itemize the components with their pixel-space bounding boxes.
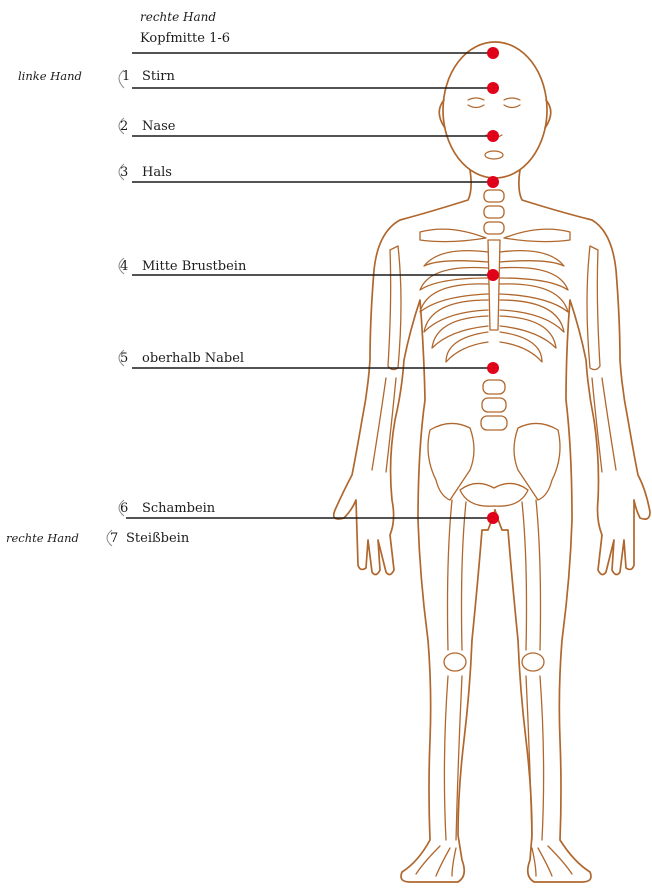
mouth-shape [485,151,503,159]
label-mitte-brustbein: Mitte Brustbein [142,259,247,274]
marker-brustbein [487,269,499,281]
marker-kopfmitte [487,47,499,59]
marker-nase [487,130,499,142]
right-kneecap [522,653,544,671]
label-kopfmitte: Kopfmitte 1-6 [140,31,230,46]
left-eye [468,105,484,108]
label-stirn: Stirn [142,69,176,84]
number-7: 7 [110,531,118,546]
right-humerus [587,246,600,370]
number-2: 2 [120,119,128,134]
left-foot-bones [416,846,456,876]
ribs-left [420,251,488,362]
marker-hals [487,176,499,188]
number-4: 4 [120,259,128,274]
ribs-right [500,251,568,362]
labels: rechte Hand Kopfmitte 1-6 linke Hand 1 S… [6,10,247,546]
number-1: 1 [122,69,130,84]
sternum [488,240,500,330]
body-outline [334,42,650,882]
silhouette-right [495,170,650,882]
marker-nabel [487,362,499,374]
left-forearm [372,378,396,472]
left-kneecap [444,653,466,671]
left-tibia [444,676,462,840]
skeleton [372,190,616,876]
marker-stirn [487,82,499,94]
left-clavicle [420,229,486,242]
hand-label-bottom: rechte Hand [6,531,79,545]
right-foot-bones [532,846,572,876]
left-eyelid [468,98,484,100]
pubic-bone [460,483,528,506]
label-hals: Hals [142,165,172,180]
number-circles [107,70,124,546]
right-femur [522,500,541,650]
label-steissbein: Steißbein [126,531,190,546]
label-schambein: Schambein [142,501,216,516]
number-6: 6 [120,501,128,516]
number-5: 5 [120,351,128,366]
head-outline [443,42,547,178]
right-forearm [592,378,616,472]
number-3: 3 [120,165,128,180]
right-eyelid [504,98,520,100]
right-eye [504,105,520,108]
silhouette-left [334,170,495,882]
right-clavicle [504,229,570,242]
left-femur [448,500,467,650]
leader-lines [126,53,493,518]
marker-schambein-steissbein [487,512,499,524]
left-humerus [388,246,401,370]
label-nase: Nase [142,119,176,134]
hand-label-left: linke Hand [18,69,82,83]
label-oberhalb-nabel: oberhalb Nabel [142,351,244,366]
hand-label-top: rechte Hand [140,10,216,24]
